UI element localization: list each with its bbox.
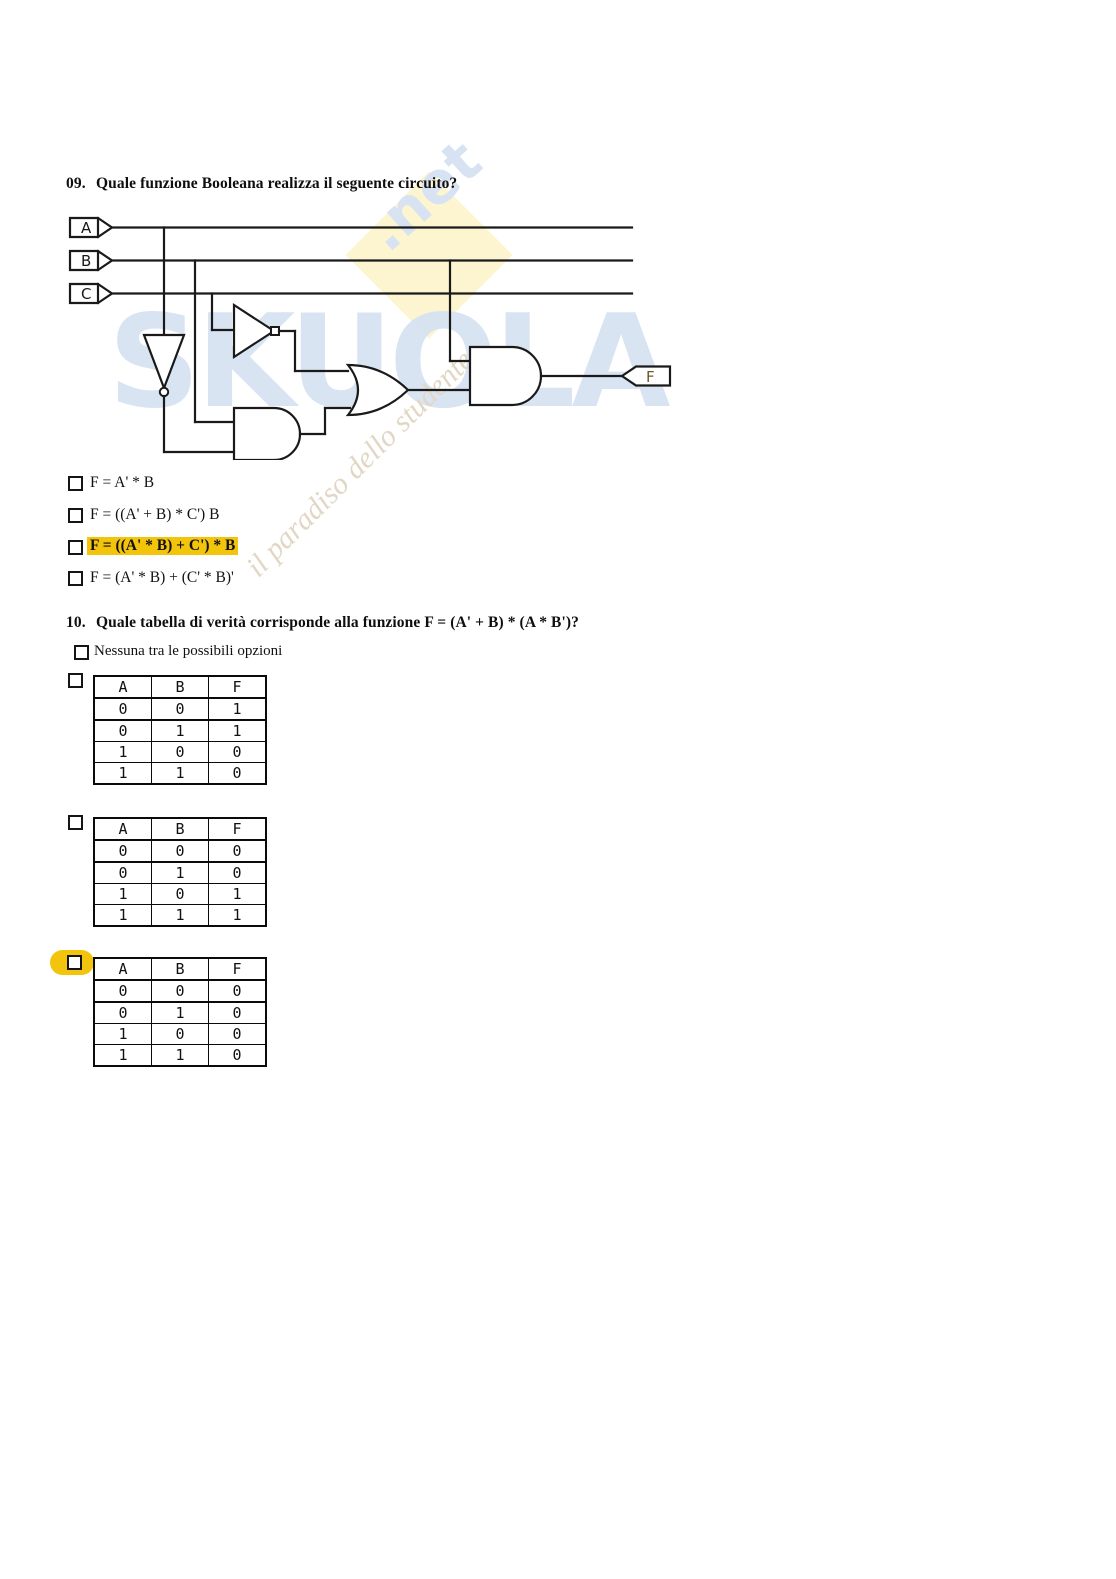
table-cell: 1 bbox=[93, 904, 152, 927]
table-cell: 1 bbox=[93, 1044, 152, 1067]
table-cell: 1 bbox=[208, 697, 267, 721]
table-row: A B F bbox=[93, 675, 267, 699]
table-cell: 1 bbox=[151, 1001, 209, 1024]
table-row: 1 1 0 bbox=[93, 762, 267, 785]
table-row: 1 0 0 bbox=[93, 741, 267, 763]
table-cell: 1 bbox=[208, 719, 267, 742]
table-header-cell: B bbox=[151, 675, 209, 699]
q09-option-3-label[interactable]: F = (A' * B) + (C' * B)' bbox=[90, 569, 234, 586]
table-cell: 0 bbox=[208, 1044, 267, 1067]
table-row: 1 1 0 bbox=[93, 1044, 267, 1067]
table-cell: 1 bbox=[93, 762, 152, 785]
table-cell: 1 bbox=[151, 719, 209, 742]
table-cell: 0 bbox=[93, 1001, 152, 1024]
table-cell: 0 bbox=[208, 1023, 267, 1045]
table-cell: 1 bbox=[208, 883, 267, 905]
q09-option-1-checkbox[interactable] bbox=[68, 508, 83, 523]
q09-option-0-checkbox[interactable] bbox=[68, 476, 83, 491]
question-10-number: 10. bbox=[66, 614, 86, 631]
circuit-input-label-b: B bbox=[81, 252, 91, 270]
table-header-cell: F bbox=[208, 675, 267, 699]
q09-option-2-label[interactable]: F = ((A' * B) + C') * B bbox=[87, 537, 239, 555]
question-09-heading: 09. Quale funzione Booleana realizza il s… bbox=[66, 175, 457, 193]
table-row: 0 0 0 bbox=[93, 839, 267, 863]
table-row: 0 0 0 bbox=[93, 979, 267, 1003]
table-cell: 0 bbox=[151, 1023, 209, 1045]
q09-option-0-label[interactable]: F = A' * B bbox=[90, 474, 155, 491]
q09-option-1-label[interactable]: F = ((A' + B) * C') B bbox=[90, 506, 220, 523]
q09-option-3-checkbox[interactable] bbox=[68, 571, 83, 586]
q10-truth-table-0: A B F 0 0 1 0 1 1 1 0 0 1 1 0 bbox=[93, 675, 267, 785]
question-10-text: Quale tabella di verità corrisponde alla… bbox=[96, 614, 580, 631]
table-header-cell: A bbox=[93, 957, 152, 981]
table-cell: 1 bbox=[151, 1044, 209, 1067]
table-cell: 0 bbox=[208, 861, 267, 884]
table-cell: 0 bbox=[208, 839, 267, 863]
table-cell: 1 bbox=[208, 904, 267, 927]
table-cell: 0 bbox=[93, 697, 152, 721]
table-header-cell: B bbox=[151, 957, 209, 981]
q10-option-none-label[interactable]: Nessuna tra le possibili opzioni bbox=[94, 643, 283, 659]
table-cell: 0 bbox=[208, 762, 267, 785]
circuit-input-label-c: C bbox=[81, 285, 91, 303]
table-header-cell: A bbox=[93, 817, 152, 841]
table-cell: 1 bbox=[93, 1023, 152, 1045]
table-cell: 0 bbox=[93, 839, 152, 863]
q10-option-table-1-checkbox[interactable] bbox=[68, 815, 83, 830]
q10-option-table-0-checkbox[interactable] bbox=[68, 673, 83, 688]
table-row: 0 1 1 bbox=[93, 719, 267, 742]
q10-option-table-2-checkbox[interactable] bbox=[67, 955, 82, 970]
table-row: A B F bbox=[93, 957, 267, 981]
table-cell: 1 bbox=[151, 904, 209, 927]
q10-option-none-checkbox[interactable] bbox=[74, 645, 89, 660]
table-cell: 0 bbox=[151, 697, 209, 721]
table-cell: 1 bbox=[151, 762, 209, 785]
table-row: 1 1 1 bbox=[93, 904, 267, 927]
table-header-cell: F bbox=[208, 957, 267, 981]
table-cell: 1 bbox=[93, 741, 152, 763]
table-cell: 0 bbox=[208, 741, 267, 763]
table-cell: 0 bbox=[151, 979, 209, 1003]
table-row: A B F bbox=[93, 817, 267, 841]
circuit-input-label-a: A bbox=[81, 219, 92, 237]
logic-circuit-diagram: A B C F bbox=[60, 205, 680, 465]
table-row: 1 0 1 bbox=[93, 883, 267, 905]
circuit-output-label-f: F bbox=[646, 368, 655, 386]
table-cell: 1 bbox=[93, 883, 152, 905]
table-header-cell: F bbox=[208, 817, 267, 841]
q10-truth-table-2: A B F 0 0 0 0 1 0 1 0 0 1 1 0 bbox=[93, 957, 267, 1067]
table-row: 0 1 0 bbox=[93, 1001, 267, 1024]
question-10-heading: 10. Quale tabella di verità corrisponde a… bbox=[66, 614, 579, 632]
table-cell: 0 bbox=[151, 839, 209, 863]
question-09-number: 09. bbox=[66, 175, 86, 192]
q10-truth-table-1: A B F 0 0 0 0 1 0 1 0 1 1 1 1 bbox=[93, 817, 267, 927]
table-row: 0 1 0 bbox=[93, 861, 267, 884]
question-09-text: Quale funzione Booleana realizza il segu… bbox=[96, 175, 458, 192]
table-row: 0 0 1 bbox=[93, 697, 267, 721]
table-row: 1 0 0 bbox=[93, 1023, 267, 1045]
q09-option-2-checkbox[interactable] bbox=[68, 540, 83, 555]
table-cell: 0 bbox=[93, 979, 152, 1003]
table-cell: 0 bbox=[151, 741, 209, 763]
table-cell: 0 bbox=[208, 979, 267, 1003]
table-cell: 0 bbox=[93, 719, 152, 742]
table-cell: 1 bbox=[151, 861, 209, 884]
table-header-cell: B bbox=[151, 817, 209, 841]
table-header-cell: A bbox=[93, 675, 152, 699]
table-cell: 0 bbox=[151, 883, 209, 905]
table-cell: 0 bbox=[93, 861, 152, 884]
table-cell: 0 bbox=[208, 1001, 267, 1024]
